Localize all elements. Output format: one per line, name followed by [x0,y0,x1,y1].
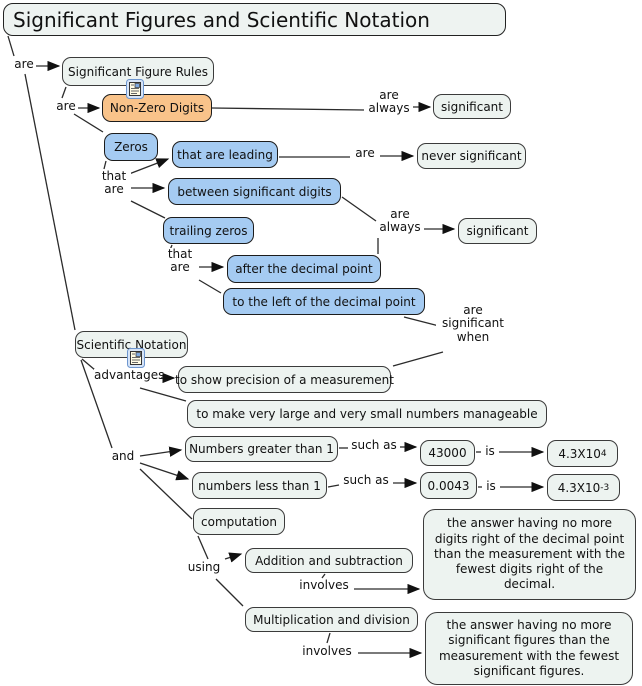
node-numbers-less-than-1[interactable]: numbers less than 1 [192,472,327,499]
edge-label-involves-1: involves [296,578,352,593]
node-multiplication-rule[interactable]: the answer having no more significant fi… [425,612,633,685]
edge-label-and: and [108,449,138,464]
node-significant-2[interactable]: significant [458,218,537,244]
edge-label-that-are-1: that are [97,169,131,197]
edge-label-are-always-1: are always [366,88,412,116]
edge-and-less [139,462,190,481]
node-addition-and-subtraction[interactable]: Addition and subtraction [245,548,413,573]
edge-using-addsub [224,552,243,563]
node-multiplication-and-division[interactable]: Multiplication and division [245,607,418,632]
edge-label-such-as-1: such as [350,438,398,453]
edge-label-is-1: is [482,444,498,459]
edge-label-is-2: is [483,479,499,494]
edge-nonzero-arealways1 [211,107,365,111]
edge-label-are-always-2: are always [377,207,423,235]
edge-computation-using [197,535,209,560]
edge-label-involves-2: involves [299,644,355,659]
edge-label-advantages: advantages [94,368,165,383]
node-numbers-greater-than-1[interactable]: Numbers greater than 1 [185,436,338,462]
node-4-3x10-neg3[interactable]: 4.3X10-3 [547,474,620,501]
edge-label-are-1: are [12,57,36,72]
edge-thatare1-leading [128,158,170,175]
edge-muldiv-involves2 [326,632,331,644]
node-computation[interactable]: computation [193,508,285,535]
node-never-significant[interactable]: never significant [417,143,526,169]
node-43000[interactable]: 43000 [420,440,475,466]
edge-thatare1-trailing [130,200,166,219]
node-0-0043[interactable]: 0.0043 [420,472,477,499]
resource-icon[interactable] [127,348,145,368]
node-after-the-decimal-point[interactable]: after the decimal point [227,255,381,283]
resource-icon[interactable] [126,79,144,99]
edge-title-are [7,35,15,57]
node-addition-rule[interactable]: the answer having no more digits right o… [423,509,636,600]
edge-rules-are2 [61,86,67,99]
edge-label-using: using [185,560,223,575]
node-significant-1[interactable]: significant [433,94,511,119]
edge-label-are-significant-when: are significant when [436,303,510,345]
node-show-precision[interactable]: to show precision of a measurement [175,366,394,393]
node-that-are-leading[interactable]: that are leading [172,141,278,168]
edge-zeros-thatare1 [103,160,107,170]
edge-between-arealways2 [341,196,377,222]
edge-label-that-are-2: that are [163,247,197,275]
edge-label-are-2: are [54,99,78,114]
edge-advantages-manageable [139,387,187,402]
sci-notation-base: 4.3X10 [557,480,601,495]
node-left-of-the-decimal-point[interactable]: to the left of the decimal point [223,288,425,315]
edge-less-suchas2 [327,484,340,488]
map-title[interactable]: Significant Figures and Scientific Notat… [3,3,506,36]
edge-thatare2-leftdec [198,279,222,294]
edge-and-greater [139,446,183,457]
node-numbers-manageable[interactable]: to make very large and very small number… [187,400,547,428]
edge-and-computation [139,468,193,520]
edge-label-such-as-2: such as [341,473,391,488]
node-zeros[interactable]: Zeros [104,133,158,161]
node-trailing-zeros[interactable]: trailing zeros [163,217,254,244]
edge-using-muldiv [215,578,244,607]
edge-sigwhen-precision [392,351,444,367]
node-non-zero-digits[interactable]: Non-Zero Digits [102,94,212,122]
edge-are2-zeros [73,113,104,133]
edge-label-are-3: are [352,146,378,161]
sci-notation-base: 4.3X10 [558,446,601,461]
node-between-significant-digits[interactable]: between significant digits [168,178,341,205]
